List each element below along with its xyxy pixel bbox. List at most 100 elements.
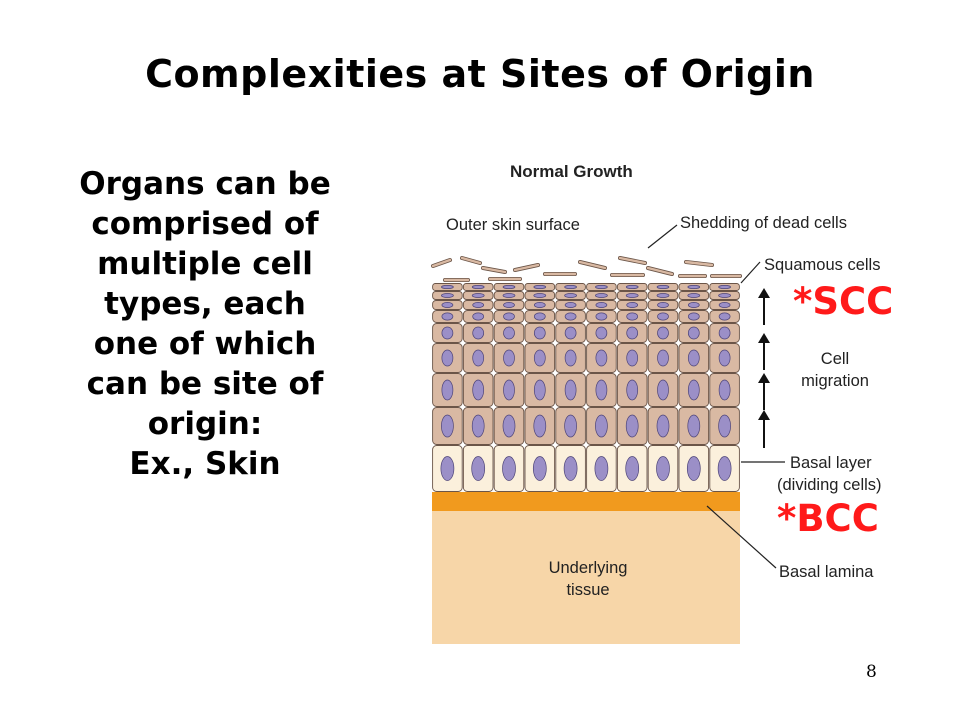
cell-nucleus bbox=[472, 349, 485, 367]
body-line: one of which bbox=[93, 326, 317, 362]
cell-nucleus bbox=[625, 285, 639, 289]
cell-nucleus bbox=[595, 293, 608, 298]
cell-nucleus bbox=[718, 349, 731, 367]
body-text: Organs can be comprised of multiple cell… bbox=[40, 164, 370, 484]
cell-nucleus bbox=[625, 456, 640, 481]
body-line: types, each bbox=[104, 286, 306, 322]
migration-arrowhead bbox=[758, 333, 770, 343]
cell-nucleus bbox=[441, 326, 454, 340]
body-line: multiple cell bbox=[97, 246, 313, 282]
squamous-leader-line bbox=[740, 261, 761, 284]
cell-nucleus bbox=[564, 312, 577, 321]
scc-annotation: *SCC bbox=[793, 280, 893, 323]
cell-nucleus bbox=[564, 302, 577, 308]
dead-cell-flake-fill bbox=[578, 260, 607, 270]
cell-nucleus bbox=[595, 326, 608, 340]
cell-nucleus bbox=[503, 349, 515, 367]
cell-nucleus bbox=[687, 285, 701, 289]
cell-nucleus bbox=[718, 326, 731, 340]
cell-nucleus bbox=[503, 379, 515, 401]
squamous-label: Squamous cells bbox=[764, 256, 880, 274]
cell-layers bbox=[432, 283, 740, 492]
cell-nucleus bbox=[718, 293, 731, 298]
shedding-leader-line bbox=[647, 224, 678, 249]
outer-surface-label: Outer skin surface bbox=[446, 216, 580, 234]
cell-nucleus bbox=[687, 349, 700, 367]
cell-nucleus bbox=[533, 326, 546, 340]
cell-nucleus bbox=[441, 302, 454, 308]
cell-nucleus bbox=[657, 312, 669, 321]
cell-nucleus bbox=[533, 379, 546, 401]
cell-nucleus bbox=[533, 293, 547, 298]
cell-nucleus bbox=[502, 456, 516, 481]
body-line: can be site of bbox=[86, 366, 324, 402]
dead-cell-flakes bbox=[431, 256, 742, 282]
cell-nucleus bbox=[625, 293, 639, 298]
cell-nucleus bbox=[595, 414, 608, 438]
shedding-label: Shedding of dead cells bbox=[680, 214, 847, 232]
dead-cell-flake-fill bbox=[618, 256, 647, 265]
cell-nucleus bbox=[718, 414, 731, 438]
cell-nucleus bbox=[625, 414, 639, 438]
underlying-label-1: Underlying bbox=[549, 559, 628, 577]
cell-nucleus bbox=[595, 312, 608, 321]
cell-nucleus bbox=[656, 456, 670, 481]
cell-nucleus bbox=[656, 414, 670, 438]
cell-nucleus bbox=[717, 456, 732, 481]
cell-nucleus bbox=[564, 349, 577, 367]
body-line: origin: bbox=[147, 406, 263, 442]
basal-lamina-label: Basal lamina bbox=[779, 563, 874, 581]
cell-nucleus bbox=[472, 302, 485, 308]
cell-nucleus bbox=[626, 379, 639, 401]
cell-nucleus bbox=[718, 302, 731, 308]
cell-nucleus bbox=[718, 285, 731, 289]
migration-label-1: Cell bbox=[821, 350, 849, 368]
cell-nucleus bbox=[472, 312, 485, 321]
cell-nucleus bbox=[471, 293, 485, 298]
cell-nucleus bbox=[686, 456, 701, 481]
dead-cell-flake-fill bbox=[513, 263, 540, 272]
cell-nucleus bbox=[471, 414, 485, 438]
basal-lamina-leader-line bbox=[706, 505, 777, 569]
basal-layer-label-2: (dividing cells) bbox=[777, 476, 882, 494]
cell-nucleus bbox=[564, 326, 577, 340]
cell-nucleus bbox=[502, 414, 516, 438]
cell-nucleus bbox=[533, 285, 547, 289]
cell-nucleus bbox=[533, 349, 546, 367]
cell-nucleus bbox=[533, 312, 546, 321]
slide-title: Complexities at Sites of Origin bbox=[145, 52, 815, 96]
cell-nucleus bbox=[503, 312, 515, 321]
diagram-heading: Normal Growth bbox=[510, 162, 633, 181]
cell-nucleus bbox=[687, 326, 700, 340]
migration-arrowhead bbox=[758, 373, 770, 383]
cell-nucleus bbox=[471, 456, 486, 481]
cell-nucleus bbox=[718, 312, 731, 321]
cell-nucleus bbox=[687, 293, 701, 298]
migration-label-2: migration bbox=[801, 372, 869, 390]
dead-cell-flake-fill bbox=[481, 266, 507, 274]
cell-nucleus bbox=[533, 302, 546, 308]
cell-nucleus bbox=[657, 349, 669, 367]
cell-nucleus bbox=[472, 379, 485, 401]
cell-nucleus bbox=[440, 456, 455, 481]
dead-cell-flake-fill bbox=[431, 258, 452, 268]
cell-nucleus bbox=[626, 302, 639, 308]
body-line: Ex., Skin bbox=[129, 446, 281, 482]
cell-nucleus bbox=[626, 326, 639, 340]
cell-nucleus bbox=[687, 414, 701, 438]
basal-lamina-band bbox=[432, 492, 740, 511]
cell-nucleus bbox=[594, 456, 609, 481]
cell-nucleus bbox=[472, 326, 485, 340]
cell-nucleus bbox=[441, 285, 454, 289]
cell-nucleus bbox=[657, 379, 669, 401]
cell-nucleus bbox=[503, 326, 515, 340]
dead-cell-flake-fill bbox=[460, 256, 482, 265]
cell-nucleus bbox=[471, 285, 485, 289]
cell-nucleus bbox=[564, 285, 577, 289]
body-line: Organs can be bbox=[79, 166, 331, 202]
cell-nucleus bbox=[687, 302, 700, 308]
cell-nucleus bbox=[657, 326, 669, 340]
cell-nucleus bbox=[503, 302, 515, 308]
body-line: comprised of bbox=[91, 206, 319, 242]
